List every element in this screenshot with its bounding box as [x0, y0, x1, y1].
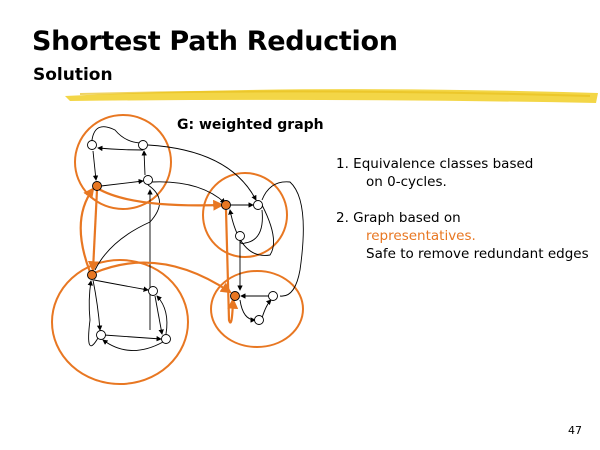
note-1-line-1: 1. Equivalence classes based [336, 156, 534, 172]
graph-label: G: weighted graph [177, 117, 324, 133]
graph-nodes [87, 140, 278, 344]
note-2-line-2: representatives. [366, 228, 476, 244]
class-circle-right [202, 172, 288, 258]
representative-edges [79, 187, 239, 324]
page-number: 47 [568, 424, 582, 437]
notes-list: 1. Equivalence classes based on 0-cycles… [336, 155, 589, 263]
slide-title: Shortest Path Reduction [32, 26, 398, 57]
note-2-line-1: 2. Graph based on [336, 210, 461, 226]
graph-edges [87, 126, 304, 351]
note-2-line-3: Safe to remove redundant edges [366, 246, 589, 262]
class-circle-bottom-right [210, 270, 304, 348]
class-circle-top-left [74, 114, 172, 210]
class-circle-bottom-left [51, 259, 189, 385]
slide-subtitle: Solution [33, 65, 113, 85]
note-1-line-2: on 0-cycles. [366, 174, 447, 190]
